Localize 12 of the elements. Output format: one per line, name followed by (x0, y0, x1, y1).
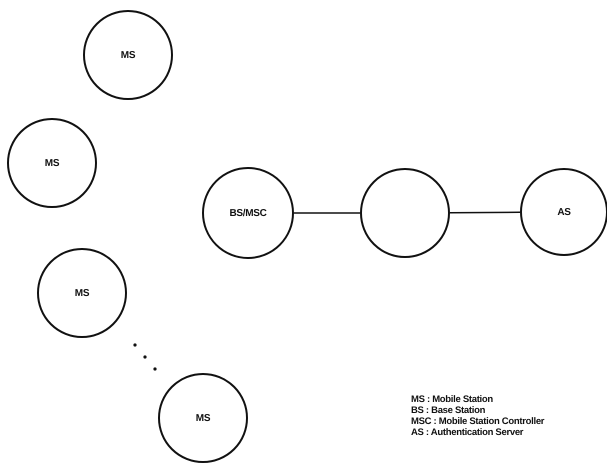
node-label: MS (44, 158, 60, 168)
node-label: MS (120, 50, 136, 60)
node-label: BS/MSC (229, 208, 267, 218)
node-label: MS (196, 412, 210, 424)
connector-line (294, 212, 360, 214)
node-label: AS (557, 206, 571, 218)
abbreviation-note: AS : Authentication Server (411, 427, 524, 438)
abbreviation-note: MS : Mobile Station (411, 394, 494, 405)
node-label: MS (74, 288, 90, 298)
abbreviation-note: BS : Base Station (411, 405, 486, 416)
abbreviation-note: MSC : Mobile Station Controller (411, 416, 544, 427)
connector-line (450, 212, 520, 214)
